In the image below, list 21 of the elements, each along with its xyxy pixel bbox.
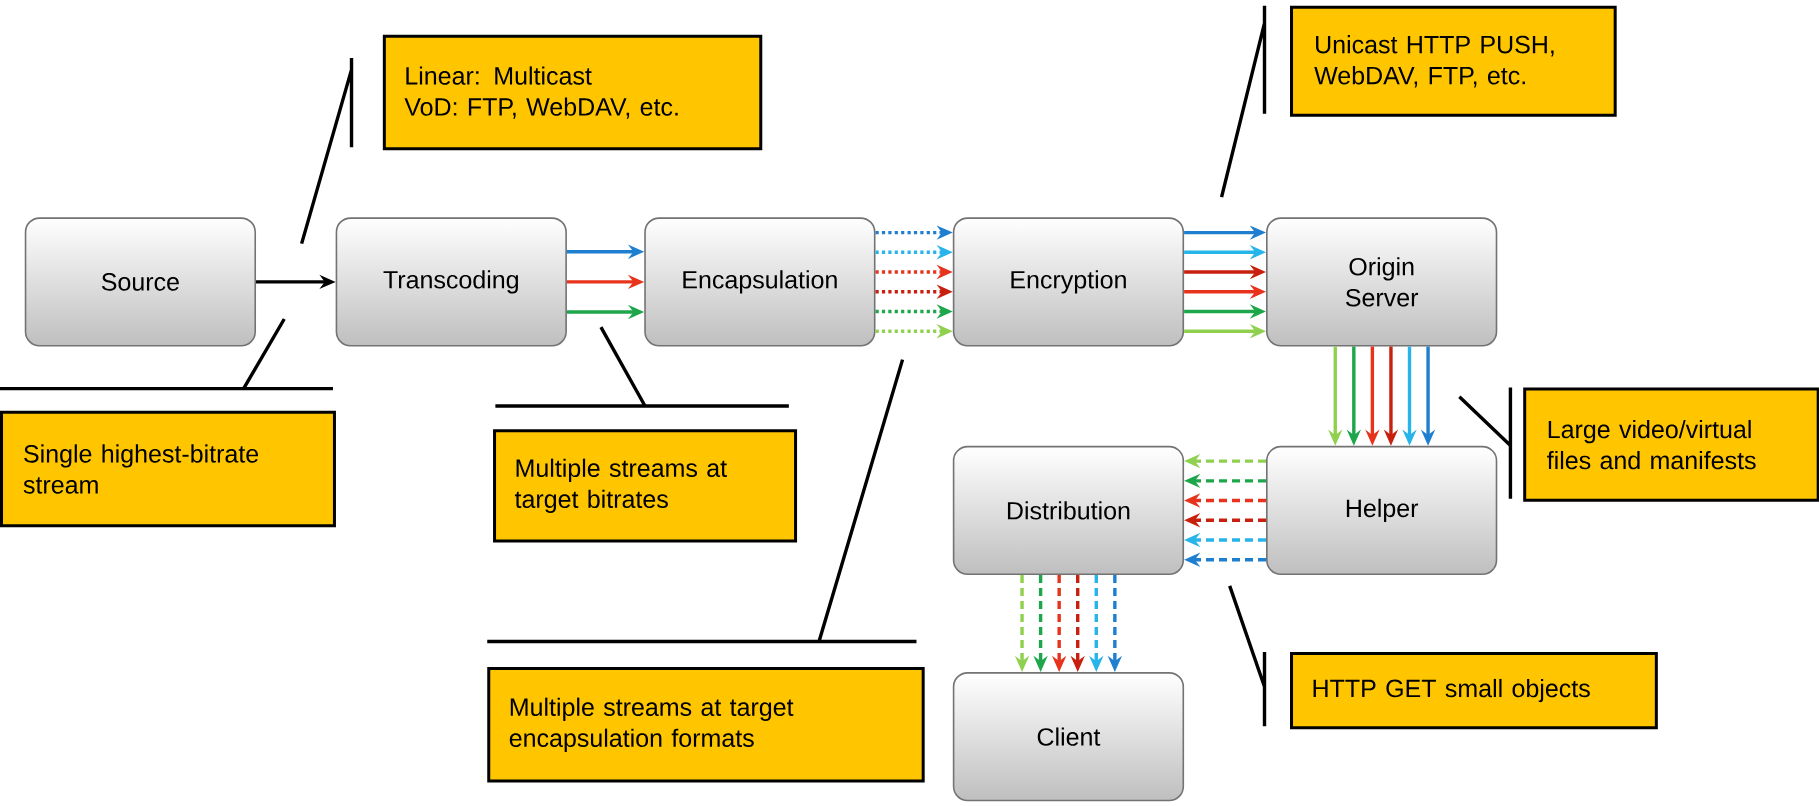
- callout-box: Large video/virtual files and manifests: [1523, 387, 1819, 502]
- callout-box: Linear: Multicast VoD: FTP, WebDAV, etc.: [382, 34, 763, 151]
- callout-box: Multiple streams at target bitrates: [493, 429, 798, 543]
- process-box: Source: [24, 217, 257, 347]
- process-box: Client: [952, 671, 1185, 802]
- process-box: Encryption: [952, 217, 1185, 347]
- leader-line: [1219, 4, 1267, 199]
- leader-line: [0, 317, 335, 391]
- callout-box: Multiple streams at target encapsulation formats: [487, 666, 925, 783]
- process-box: Transcoding: [335, 217, 567, 347]
- process-box: Helper: [1266, 445, 1498, 575]
- callout-box: Single highest-bitrate stream: [0, 410, 336, 528]
- callout-box: HTTP GET small objects: [1290, 651, 1658, 730]
- leader-line: [299, 56, 354, 246]
- leader-line: [485, 357, 919, 644]
- leader-line: [493, 325, 791, 408]
- process-box: Distribution: [952, 445, 1185, 575]
- process-box: Encapsulation: [644, 217, 876, 347]
- leader-line: [1228, 584, 1267, 728]
- process-box: Origin Server: [1266, 217, 1498, 347]
- callout-box: Unicast HTTP PUSH, WebDAV, FTP, etc.: [1290, 5, 1617, 117]
